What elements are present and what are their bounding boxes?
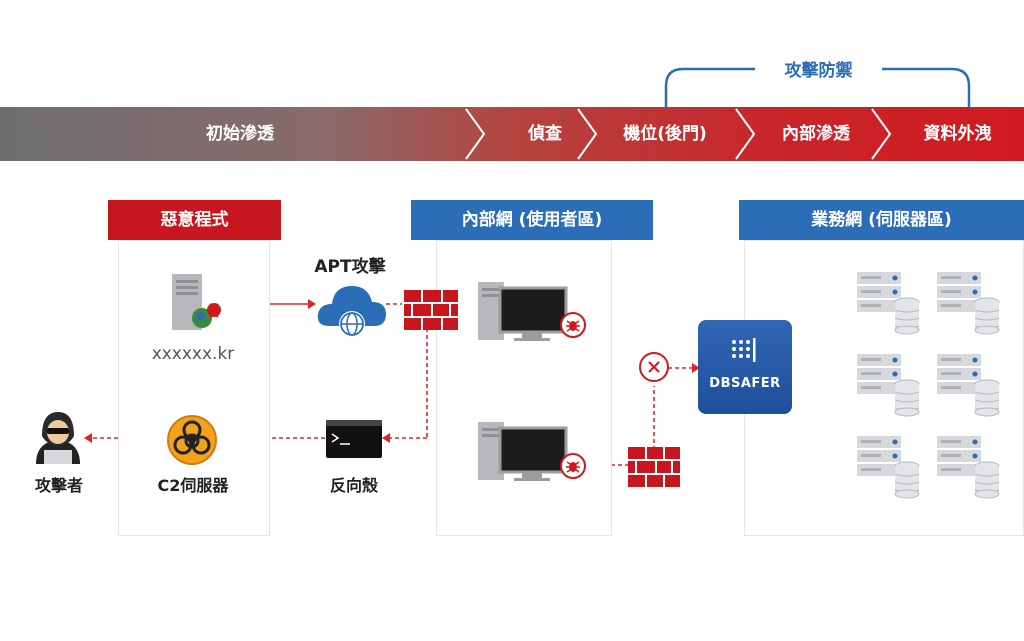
malware-bug-icon-2 [560,453,586,479]
hacker-icon [36,412,80,464]
stage-band [0,107,1024,161]
firewall-icon [404,290,458,330]
stage-reconnaissance: 偵查 [528,124,562,144]
stage-exfiltration: 資料外洩 [923,124,992,144]
defense-label: 攻擊防禦 [784,61,853,81]
attacker-label: 攻擊者 [34,476,83,495]
stage-backdoor: 機位(後門) [623,124,707,144]
malware-header: 惡意程式 [108,200,281,240]
server-rack-group [856,271,1000,499]
reverse-shell-label: 反向殼 [329,476,378,495]
infected-server-icon [172,274,221,330]
defense-bracket [664,67,971,107]
desktop-computer-icon-2 [478,422,568,481]
firewall-icon-2 [628,447,680,487]
malware-bug-icon [560,312,586,338]
dbsafer-label: DBSAFER [709,376,781,391]
c2-server-label: C2伺服器 [157,476,229,495]
internal-network-panel [436,240,612,536]
biohazard-icon [167,415,217,465]
dbsafer-logo-icon [732,338,756,362]
business-network-header: 業務網 (伺服器區) [739,200,1024,240]
internal-network-header: 內部網 (使用者區) [411,200,653,240]
dbsafer-appliance: DBSAFER [698,320,792,414]
stage-chevrons [465,108,892,160]
terminal-icon [326,420,382,458]
cloud-icon [317,286,386,337]
stage-lateral-movement: 內部滲透 [782,124,850,144]
desktop-computer-icon [478,282,568,341]
malicious-domain-label: xxxxxx.kr [151,344,235,364]
apt-attack-label: APT攻擊 [314,257,386,277]
blocked-x-icon [639,352,669,382]
stage-initial-infiltration: 初始滲透 [206,124,274,144]
